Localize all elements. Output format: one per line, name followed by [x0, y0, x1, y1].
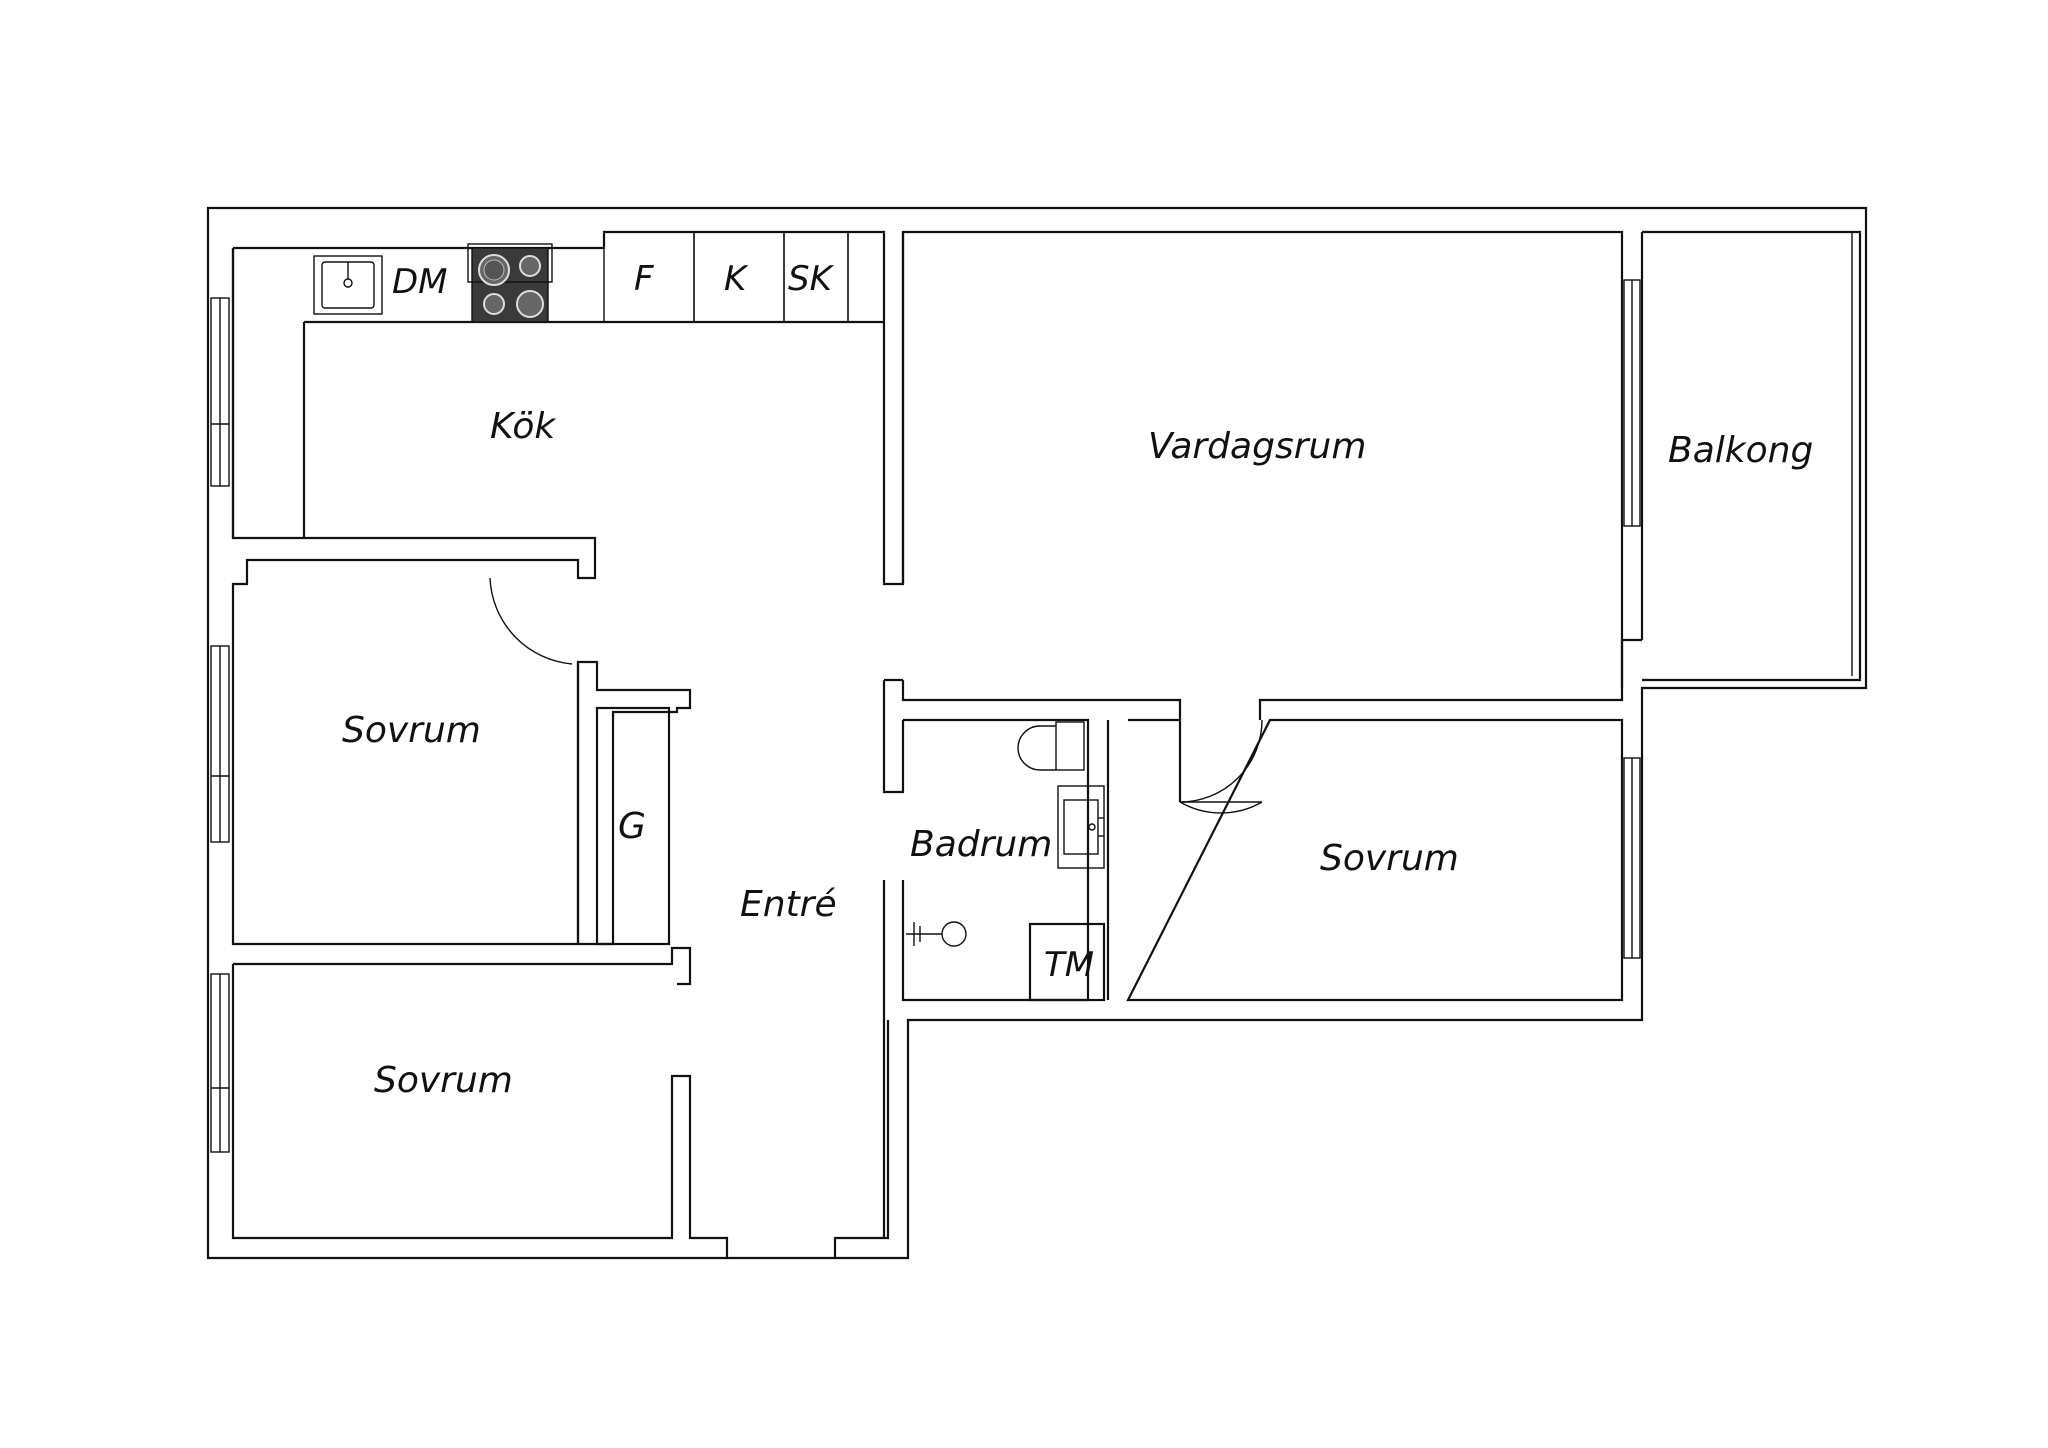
bathroom: TM Badrum: [901, 718, 1110, 1002]
room-label-bedroom-2: Sovrum: [374, 1060, 513, 1101]
toilet-icon: [1017, 721, 1085, 771]
balcony: Balkong: [1640, 230, 1862, 682]
room-label-living: Vardagsrum: [1148, 426, 1366, 467]
washbasin-icon: [1057, 785, 1105, 869]
fixture-dishwasher: DM: [392, 262, 448, 302]
stove-icon: [467, 243, 553, 323]
kitchen: DM F K SK Kök: [231, 230, 1624, 586]
shower-icon: [906, 921, 967, 947]
room-label-bedroom-3: Sovrum: [1320, 838, 1459, 879]
wardrobe: G: [595, 706, 671, 946]
fixture-cabinet: SK: [788, 259, 835, 299]
fixture-freezer: K: [724, 259, 749, 299]
bedroom-3: Sovrum: [1126, 718, 1624, 1002]
sink-icon: [313, 255, 383, 315]
entry: Entré: [740, 680, 905, 1238]
door-swing-icon: [489, 577, 573, 665]
fixture-fridge: F: [634, 259, 654, 299]
room-label-bedroom-1: Sovrum: [342, 710, 481, 751]
window-icon: [210, 232, 1853, 1153]
bedroom-1: Sovrum: [342, 577, 580, 944]
living-room: Vardagsrum: [884, 232, 1642, 720]
room-label-entry: Entré: [740, 884, 837, 925]
outer-walls: [206, 206, 1868, 1260]
room-label-kitchen: Kök: [490, 406, 557, 447]
bedroom-2: Sovrum: [374, 1060, 513, 1101]
room-label-balcony: Balkong: [1668, 430, 1813, 471]
fixture-washer: TM: [1044, 945, 1094, 985]
room-label-bathroom: Badrum: [910, 824, 1052, 865]
room-label-wardrobe: G: [618, 806, 646, 847]
door-swing-icon: [1179, 719, 1263, 814]
